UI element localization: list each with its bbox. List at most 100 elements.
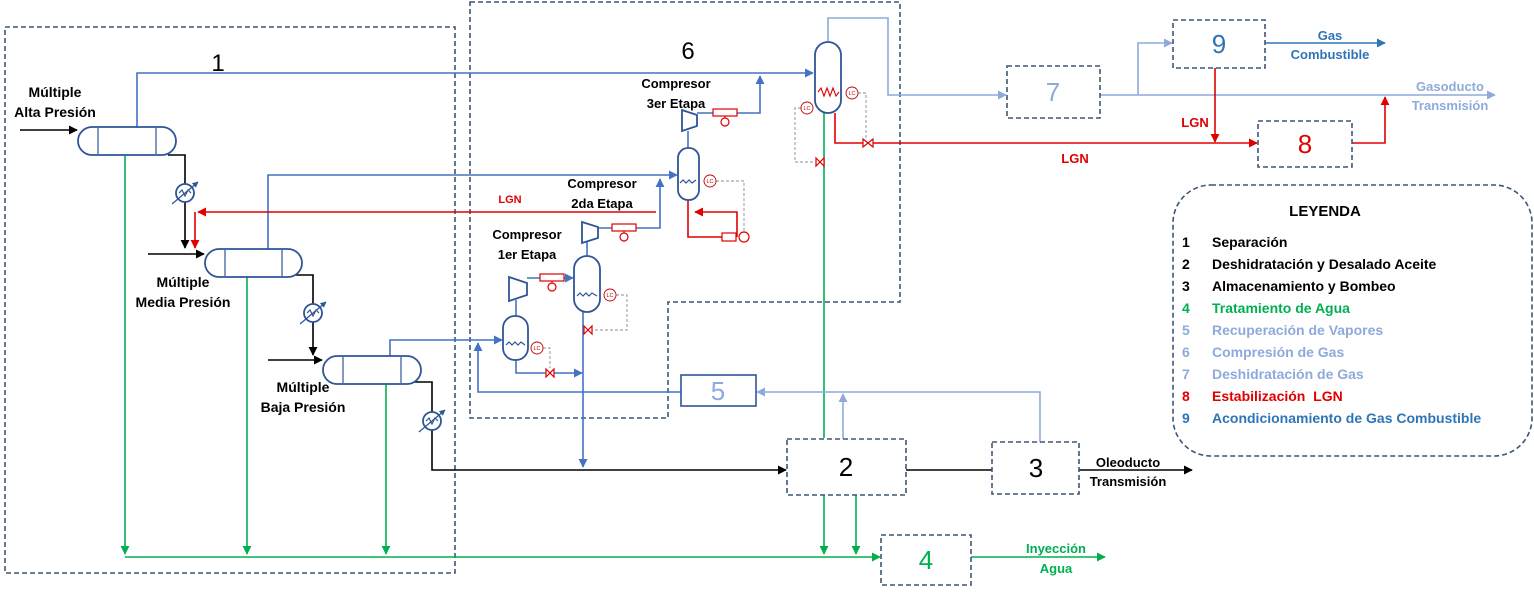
scrubber-3 [677, 147, 700, 201]
legend-item-num: 6 [1182, 344, 1190, 360]
branch-to-9-line [1137, 38, 1173, 95]
label-baja-presion-1: Múltiple [277, 379, 330, 395]
unit-number-4: 4 [919, 545, 933, 575]
label-lgn-to-8: LGN [1061, 151, 1088, 166]
oil-lines [20, 125, 1193, 475]
stabilizer-column [814, 41, 842, 114]
label-gasoducto-2: Transmisión [1412, 98, 1489, 113]
legend-item-text: Almacenamiento y Bombeo [1212, 278, 1396, 294]
label-compresor-3-1: Compresor [641, 76, 710, 91]
lgn-pump [721, 231, 750, 243]
unit-box-5: 5 [680, 374, 757, 407]
unit-number-8: 8 [1298, 129, 1312, 159]
label-oleoducto-1: Oleoducto [1096, 455, 1160, 470]
label-alta-presion-2: Alta Presión [14, 104, 96, 120]
label-inyeccion-2: Agua [1040, 561, 1073, 576]
unit-number-9: 9 [1212, 29, 1226, 59]
legend-item-num: 9 [1182, 410, 1190, 426]
cooler-1 [539, 273, 565, 292]
control-line-scrubber-2 [592, 294, 628, 331]
label-lgn-from-9: LGN [1181, 115, 1208, 130]
svg-text:LC: LC [706, 179, 713, 185]
legend-item-num: 5 [1182, 322, 1190, 338]
scrubber-3-liquid-line [687, 200, 722, 238]
column-gas-to-7-line [827, 17, 1007, 100]
legend-item-num: 3 [1182, 278, 1190, 294]
separator-alta-presion [77, 126, 177, 156]
section-number-1: 1 [211, 50, 224, 77]
control-line-scrubber-1 [543, 347, 551, 368]
compressor-3er-etapa [681, 108, 698, 133]
3-vapor-to-5-line [756, 387, 1041, 442]
level-controller-scrubber-2: LC [603, 288, 617, 302]
label-compresor-1-2: 1er Etapa [498, 247, 557, 262]
level-controller-column-right: LC [845, 86, 859, 100]
media-gas-to-2nd-stage-line [267, 170, 678, 249]
label-media-presion-1: Múltiple [157, 274, 210, 290]
scrubber-1-liquid-line [515, 360, 583, 378]
label-media-presion-2: Media Presión [136, 294, 231, 310]
lgn-lines [190, 68, 1390, 249]
svg-text:LC: LC [848, 91, 855, 97]
alta-to-media-line [168, 154, 190, 249]
pump-return-line [694, 207, 738, 237]
svg-text:LC: LC [606, 293, 613, 299]
legend: LEYENDA 1 Separación 2 Deshidratación y … [1172, 184, 1533, 457]
scrubber-2 [573, 255, 601, 313]
label-gas-combustible-2: Combustible [1291, 47, 1370, 62]
legend-title: LEYENDA [1289, 203, 1361, 220]
svg-text:LC: LC [533, 346, 540, 352]
legend-item-num: 7 [1182, 366, 1190, 382]
baja-gas-to-1st-stage-line [389, 335, 503, 356]
label-compresor-2-2: 2da Etapa [571, 196, 633, 211]
unit-box-4: 4 [880, 534, 972, 586]
separator-baja-presion [322, 355, 422, 385]
column-lgn-to-8-line [834, 113, 1258, 148]
label-compresor-1-1: Compresor [492, 227, 561, 242]
legend-item-num: 1 [1182, 234, 1190, 250]
compressor-2da-etapa [581, 220, 599, 245]
level-controller-scrubber-1: LC [530, 341, 544, 355]
control-line-column-left [794, 107, 815, 163]
heat-exchanger-2 [299, 301, 327, 325]
control-line-scrubber-3 [716, 180, 745, 233]
water-lines [120, 113, 1106, 562]
legend-item-text: Separación [1212, 234, 1287, 250]
heat-exchanger-1 [171, 181, 199, 205]
compressor-1er-etapa [508, 275, 528, 303]
legend-item-text: Deshidratación de Gas [1212, 366, 1364, 382]
label-gas-combustible-1: Gas [1318, 28, 1343, 43]
section-1-boundary [4, 26, 456, 574]
legend-item-text: Recuperación de Vapores [1212, 322, 1383, 338]
valve-scrubber-1 [545, 367, 555, 379]
cooler-2 [611, 223, 637, 242]
heat-exchanger-3 [418, 409, 446, 433]
8-to-gasoducto-line [1352, 96, 1390, 144]
unit-box-9: 9 [1172, 19, 1266, 69]
unit-number-2: 2 [839, 452, 853, 482]
level-controller-column-left: LC [800, 101, 814, 115]
unit-box-7: 7 [1006, 65, 1101, 119]
unit-number-5: 5 [711, 376, 725, 406]
section-6-boundary [469, 1, 901, 419]
control-lines [543, 92, 867, 368]
valve-column-bottom [815, 156, 825, 168]
label-compresor-3-2: 3er Etapa [647, 96, 706, 111]
alta-gas-to-column-line [136, 68, 814, 127]
valve-column-lgn [862, 137, 874, 149]
legend-item-num: 8 [1182, 388, 1190, 404]
label-lgn-recycle: LGN [498, 194, 521, 206]
legend-item-text: Compresión de Gas [1212, 344, 1344, 360]
section-number-6: 6 [681, 38, 694, 65]
legend-frame [1172, 184, 1533, 457]
label-gasoducto-1: Gasoducto [1416, 79, 1484, 94]
separator-media-presion [204, 248, 303, 278]
unit-number-7: 7 [1046, 77, 1060, 107]
label-inyeccion-1: Inyección [1026, 541, 1086, 556]
level-controller-scrubber-3: LC [703, 174, 717, 188]
media-to-baja-line [296, 274, 318, 356]
unit-number-3: 3 [1029, 453, 1043, 483]
legend-item-num: 2 [1182, 256, 1190, 272]
label-compresor-2-1: Compresor [567, 176, 636, 191]
